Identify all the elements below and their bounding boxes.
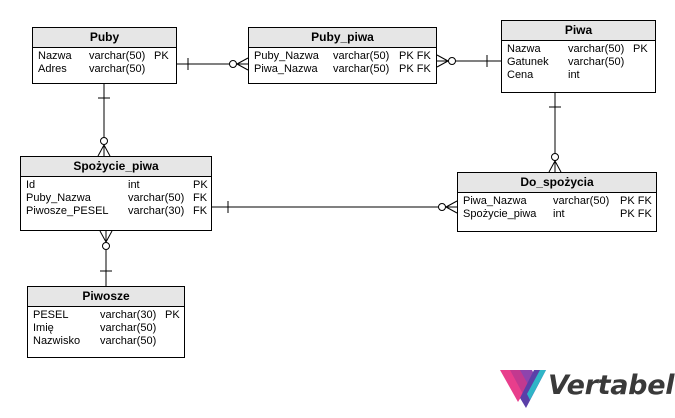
entity-puby-piwa[interactable]: Puby_piwa Puby_Nazwa varchar(50) PK FK P… [248, 27, 437, 84]
column-name: Gatunek [507, 56, 549, 68]
column-key: PK [154, 50, 169, 62]
rel-many-mark [436, 60, 449, 68]
column-name: Id [26, 179, 36, 191]
column-name: Piwa_Nazwa [254, 63, 318, 75]
column-name: Nazwisko [33, 335, 81, 347]
column-row: Gatunek varchar(50) [507, 56, 650, 69]
column-row: Spożycie_piwa int PK FK [463, 208, 652, 221]
rel-many-mark [548, 160, 556, 173]
rel-optional-mark [229, 60, 237, 68]
column-row: Nazwa varchar(50) PK [38, 50, 171, 63]
entity-puby[interactable]: Puby Nazwa varchar(50) PK Adres varchar(… [32, 27, 177, 84]
column-row: PESEL varchar(30) PK [33, 309, 180, 322]
entity-title: Do_spożycia [458, 173, 656, 193]
column-type: varchar(50) [100, 322, 157, 334]
column-type: int [128, 179, 140, 191]
column-type: varchar(50) [89, 63, 146, 75]
column-key: FK [193, 205, 208, 217]
column-key: PK FK [399, 50, 431, 62]
rel-optional-mark [102, 242, 110, 250]
column-type: varchar(50) [100, 335, 157, 347]
column-row: Piwa_Nazwa varchar(50) PK FK [463, 195, 652, 208]
entity-piwosze[interactable]: Piwosze PESEL varchar(30) PK Imię varcha… [27, 286, 185, 358]
column-name: Puby_Nazwa [254, 50, 319, 62]
column-type: varchar(50) [568, 43, 625, 55]
column-name: Piwa_Nazwa [463, 195, 527, 207]
column-name: Imię [33, 322, 54, 334]
rel-optional-mark [448, 57, 456, 65]
rel-many-mark [236, 57, 249, 65]
column-type: varchar(30) [128, 205, 185, 217]
column-row: Puby_Nazwa varchar(50) FK [26, 192, 208, 205]
rel-many-mark [105, 230, 113, 243]
column-key: FK [193, 192, 208, 204]
column-name: Puby_Nazwa [26, 192, 91, 204]
rel-many-mark [445, 206, 458, 214]
column-name: PESEL [33, 309, 69, 321]
entity-spozycie-piwa[interactable]: Spożycie_piwa Id int PK Puby_Nazwa varch… [20, 156, 212, 231]
column-name: Nazwa [38, 50, 72, 62]
column-row: Id int PK [26, 179, 208, 192]
rel-many-mark [103, 144, 111, 157]
column-row: Piwosze_PESEL varchar(30) FK [26, 205, 208, 218]
column-type: varchar(50) [333, 50, 390, 62]
column-row: Imię varchar(50) [33, 322, 179, 335]
column-type: varchar(50) [333, 63, 390, 75]
column-type: int [553, 208, 565, 220]
entity-title: Puby [33, 28, 176, 48]
column-type: varchar(50) [128, 192, 185, 204]
entity-title: Piwa [502, 21, 655, 41]
entity-piwa[interactable]: Piwa Nazwa varchar(50) PK Gatunek varcha… [501, 20, 656, 93]
column-key: PK FK [620, 208, 652, 220]
rel-optional-mark [551, 153, 559, 161]
column-key: PK [633, 43, 648, 55]
column-name: Nazwa [507, 43, 541, 55]
rel-many-mark [236, 63, 249, 71]
entity-title: Spożycie_piwa [21, 157, 211, 177]
column-key: PK [165, 309, 180, 321]
column-row: Nazwisko varchar(50) [33, 335, 179, 348]
rel-optional-mark [100, 137, 108, 145]
vertabelo-logo-text: Vertabelo [548, 370, 675, 401]
column-row: Adres varchar(50) [38, 63, 171, 76]
entity-title: Piwosze [28, 287, 184, 307]
column-row: Nazwa varchar(50) PK [507, 43, 650, 56]
column-row: Piwa_Nazwa varchar(50) PK FK [254, 63, 431, 76]
column-key: PK [193, 179, 208, 191]
column-row: Cena int [507, 69, 650, 82]
vertabelo-logo: Vertabelo [500, 366, 675, 410]
column-type: varchar(50) [89, 50, 146, 62]
column-name: Cena [507, 69, 534, 81]
rel-many-mark [436, 54, 449, 62]
column-name: Spożycie_piwa [463, 208, 537, 220]
column-name: Adres [38, 63, 67, 75]
rel-many-mark [99, 230, 107, 243]
column-type: varchar(30) [100, 309, 157, 321]
column-type: varchar(50) [553, 195, 610, 207]
vertabelo-mark-icon [500, 370, 546, 408]
column-row: Puby_Nazwa varchar(50) PK FK [254, 50, 431, 63]
entity-do-spozycia[interactable]: Do_spożycia Piwa_Nazwa varchar(50) PK FK… [457, 172, 657, 232]
column-type: int [568, 69, 580, 81]
column-key: PK FK [399, 63, 431, 75]
rel-optional-mark [438, 203, 446, 211]
rel-many-mark [97, 144, 105, 157]
column-name: Piwosze_PESEL [26, 205, 109, 217]
entity-title: Puby_piwa [249, 28, 436, 48]
column-key: PK FK [620, 195, 652, 207]
rel-many-mark [554, 160, 562, 173]
rel-many-mark [445, 200, 458, 208]
column-type: varchar(50) [568, 56, 625, 68]
